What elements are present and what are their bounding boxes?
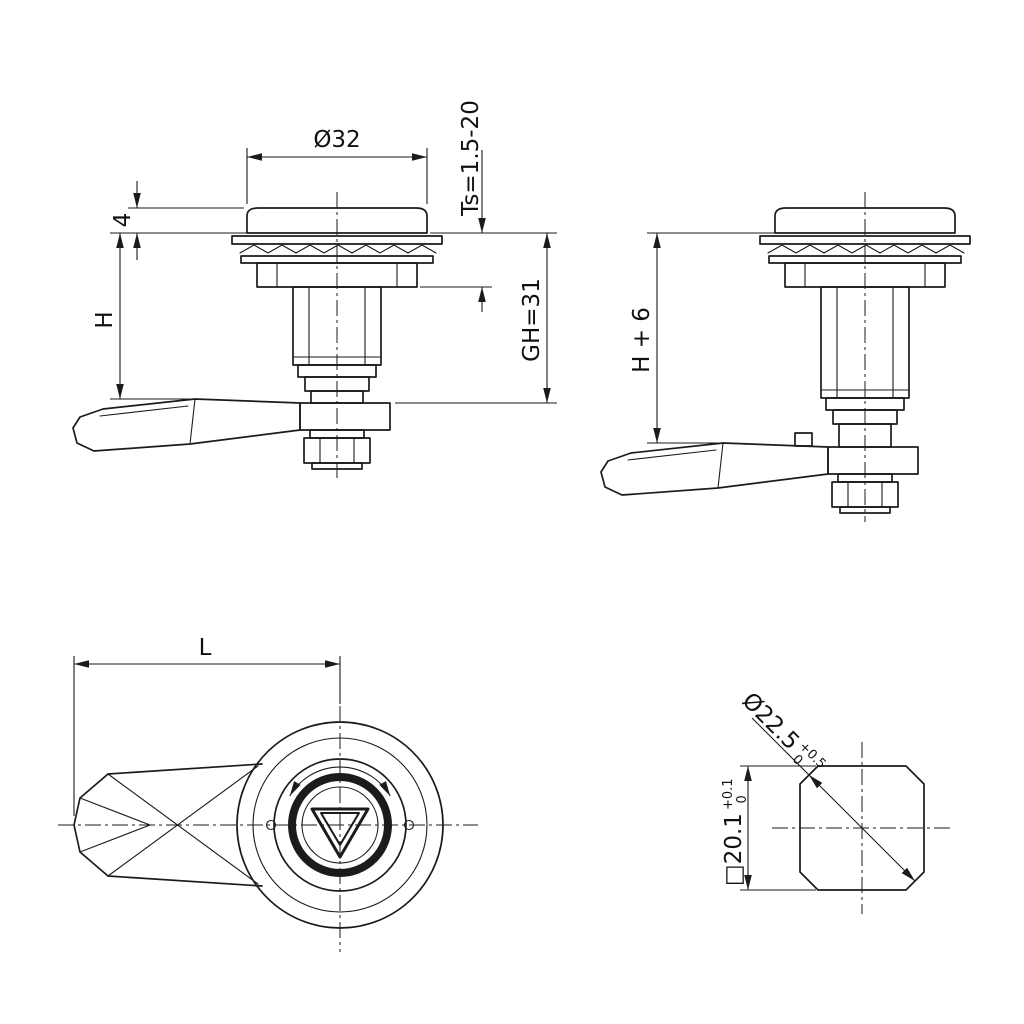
hex-body	[292, 286, 382, 366]
triangle-key-recess-inner	[320, 812, 360, 846]
dim-label-head-height: 4	[110, 213, 136, 228]
cam-nut-base	[839, 506, 891, 514]
front-view-dimensions: Ø32 4 H Ts=1.5-20 GH=31	[92, 100, 557, 404]
cam-housing	[827, 446, 919, 475]
dim-line-across-corners	[808, 774, 916, 882]
dim-label-panel-thickness: Ts=1.5-20	[458, 100, 484, 217]
dim-label-height-plus: H + 6	[629, 307, 655, 373]
dim-label-grip-height: GH=31	[519, 278, 545, 362]
stop-pin	[794, 432, 813, 447]
grip-contour-line	[107, 773, 259, 885]
octagon-spindle	[799, 765, 925, 891]
wing-handle-boss-edge	[189, 398, 196, 445]
dim-label-height: H	[92, 311, 118, 328]
wing-handle-blade-edge	[627, 449, 717, 461]
wing-handle-boss-edge	[717, 442, 724, 489]
wing-handle	[600, 442, 829, 496]
dim-label-length: L	[199, 635, 212, 661]
wing-handle-blade-edge	[99, 405, 189, 417]
dim-label-across-corners: Ø22.5+0.50	[735, 688, 829, 782]
grip-contour-line	[107, 765, 259, 877]
wing-handle	[72, 398, 301, 452]
top-view: L	[58, 635, 478, 952]
front-view	[72, 192, 443, 482]
dim-label-diameter: Ø32	[313, 127, 360, 153]
spindle-section-view: Ø22.5+0.50 □20.1+0.10	[721, 688, 952, 914]
cam-housing	[299, 402, 391, 431]
dim-label-across-flats: □20.1+0.10	[721, 778, 750, 886]
front-view-extended: H + 6	[600, 192, 971, 522]
